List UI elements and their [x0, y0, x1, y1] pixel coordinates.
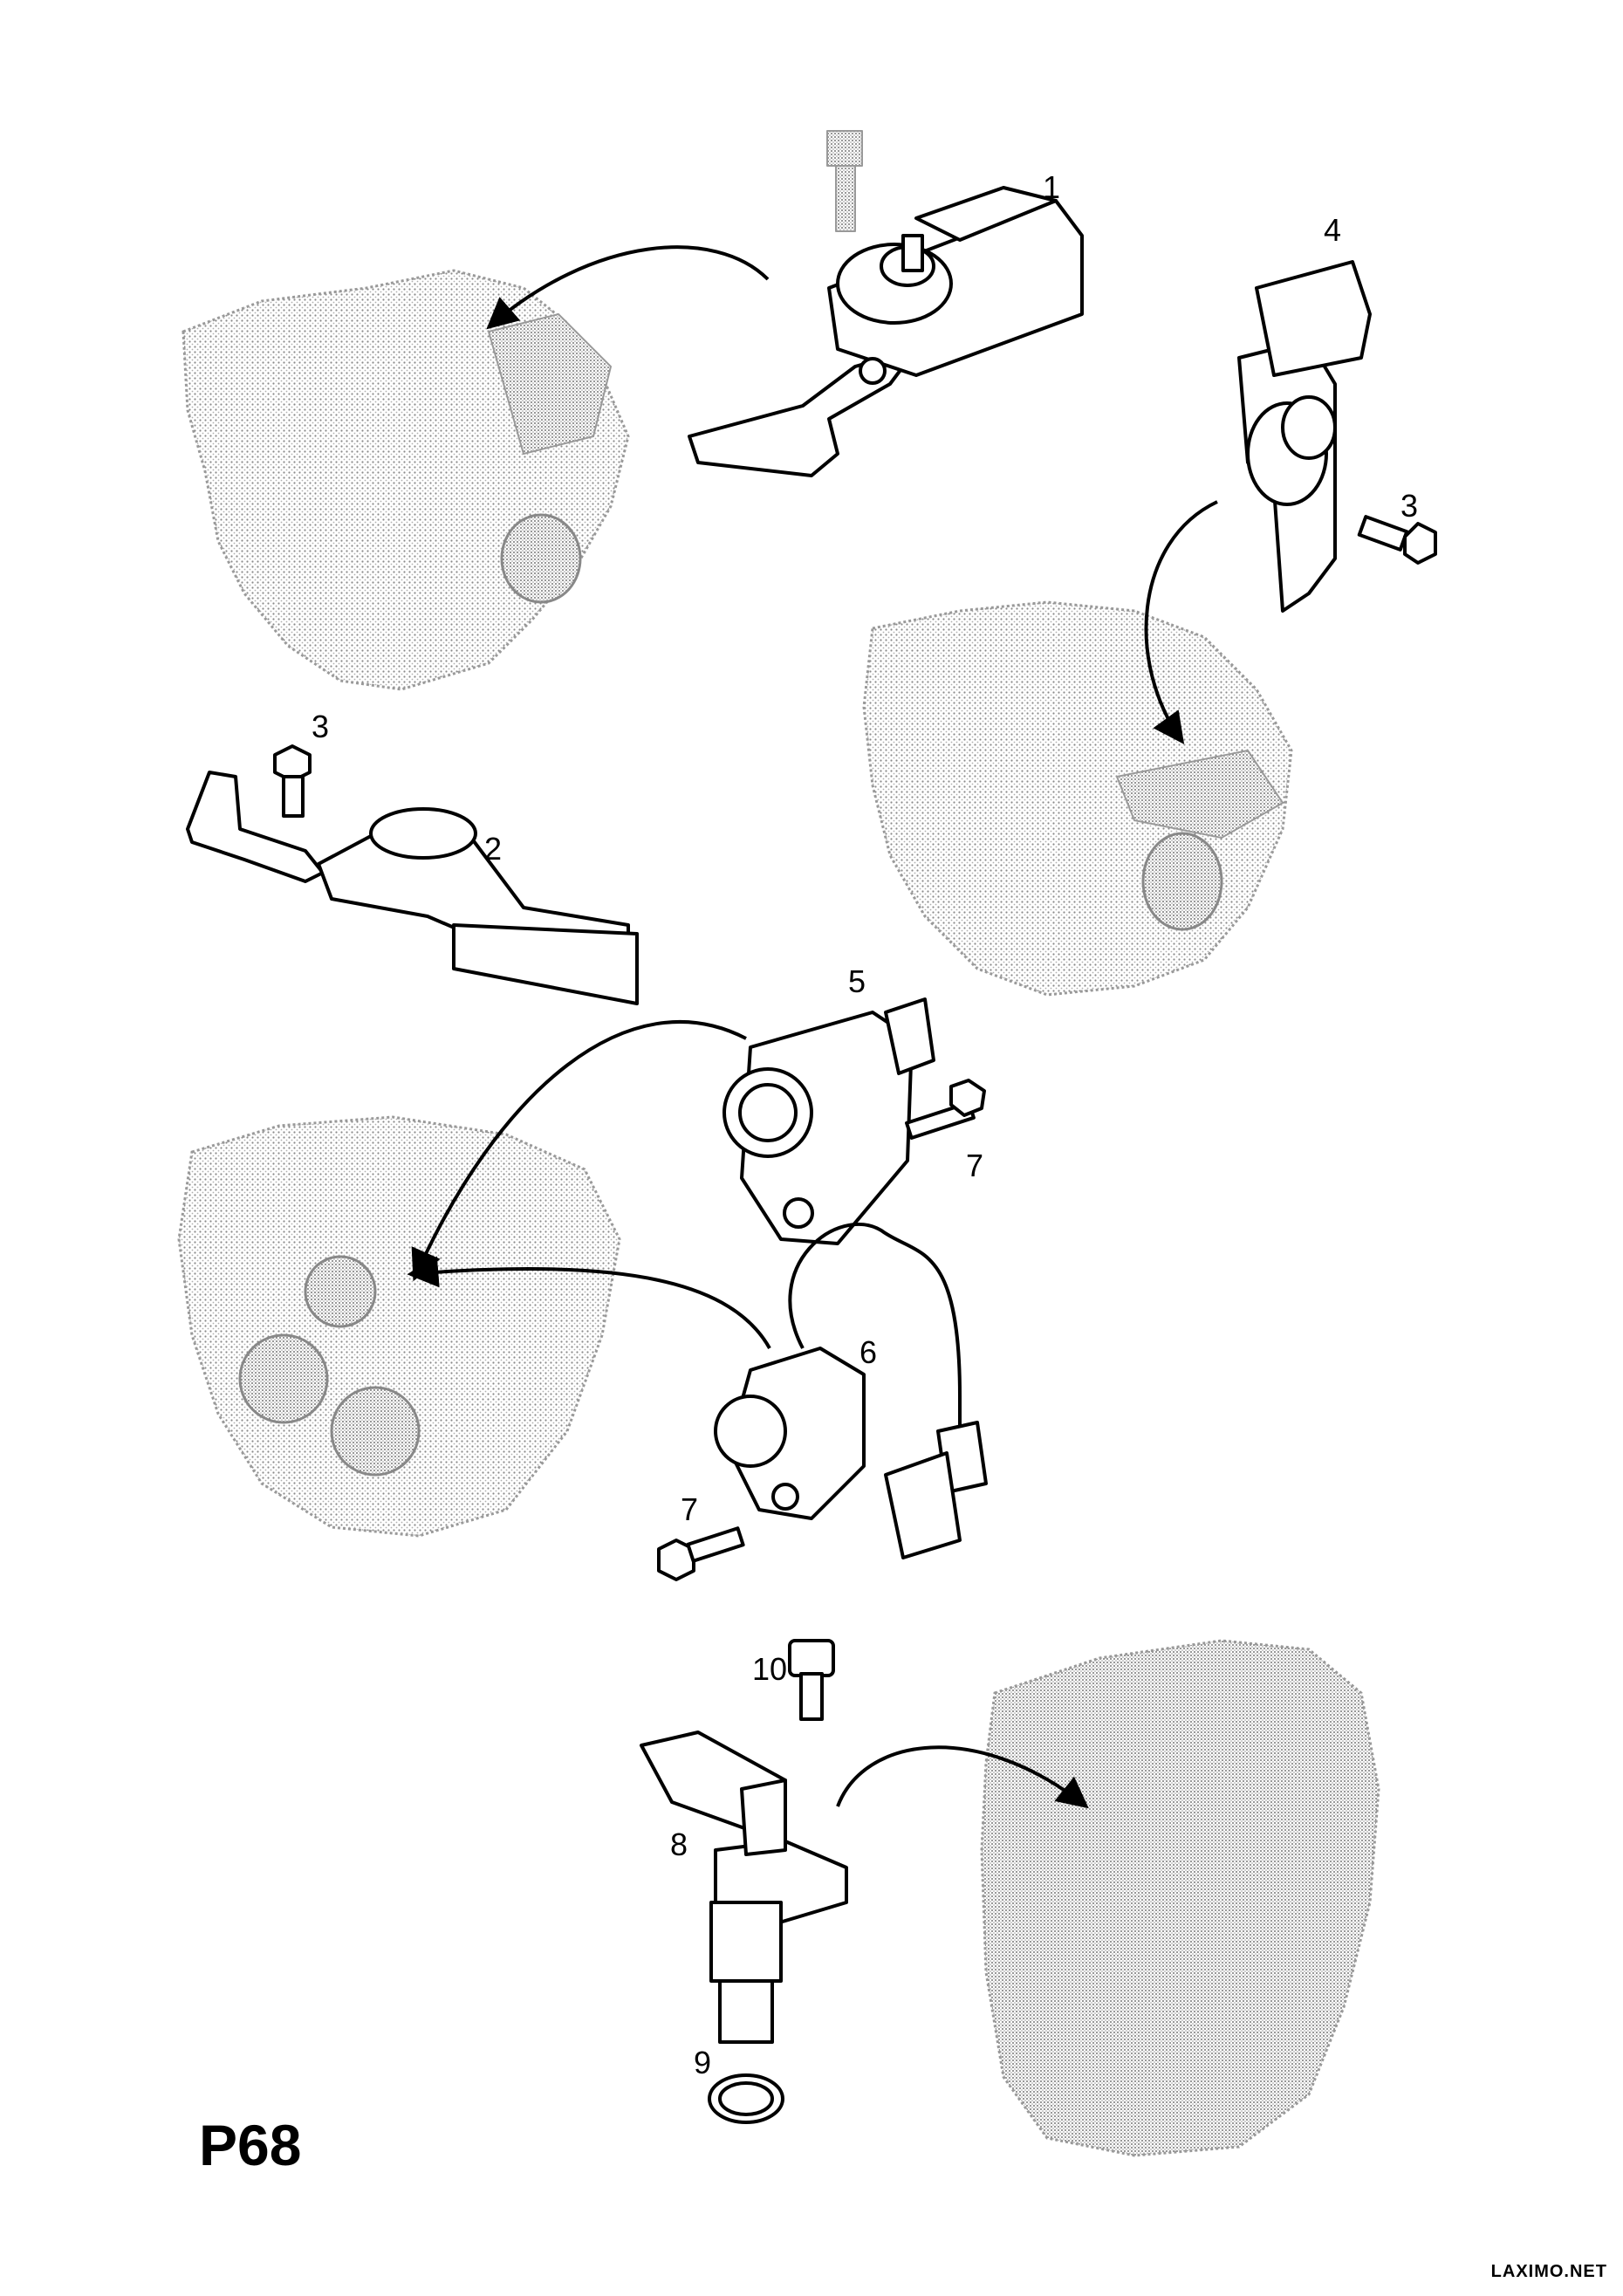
engine-block-icon	[177, 1115, 621, 1538]
bolt-icon	[273, 744, 312, 818]
callout-label: 3	[1400, 488, 1419, 524]
bolt-icon	[788, 1639, 835, 1721]
sensor-icon	[722, 997, 935, 1245]
page-code: P68	[199, 2113, 302, 2177]
engine-block-icon	[181, 269, 630, 691]
callout-label: 6	[859, 1334, 878, 1370]
callout-label: 8	[670, 1827, 688, 1862]
seal-ring-icon	[718, 2081, 774, 2116]
watermark: LAXIMO.NET	[1490, 2262, 1607, 2281]
sensor-icon	[714, 1223, 988, 1559]
curved-arrow-icon	[407, 1256, 771, 1349]
callout-label: 7	[681, 1491, 699, 1527]
callout-label: 9	[694, 2045, 712, 2080]
bolt-icon	[657, 1526, 745, 1581]
engine-block-icon	[862, 600, 1293, 997]
callout-label: 5	[848, 963, 866, 999]
sensor-icon	[1237, 260, 1372, 613]
callout-label: 4	[1324, 212, 1342, 248]
bolt-icon	[905, 1079, 986, 1140]
curved-arrow-icon	[411, 1020, 747, 1282]
bolt-icon	[826, 130, 863, 232]
sensor-icon	[186, 771, 639, 1005]
curved-arrow-icon	[836, 1745, 1089, 1809]
bolt-icon	[1357, 515, 1437, 565]
sensor-icon	[640, 1731, 848, 2044]
curved-arrow-icon	[1144, 500, 1218, 744]
callout-label: 10	[752, 1651, 788, 1687]
sensor-icon	[688, 186, 1084, 477]
engine-block-icon	[980, 1639, 1380, 2157]
callout-label: 2	[484, 831, 503, 867]
callout-label: 1	[1043, 169, 1061, 205]
callout-label: 3	[312, 709, 330, 744]
callout-label: 7	[966, 1148, 984, 1183]
curved-arrow-icon	[486, 245, 770, 330]
